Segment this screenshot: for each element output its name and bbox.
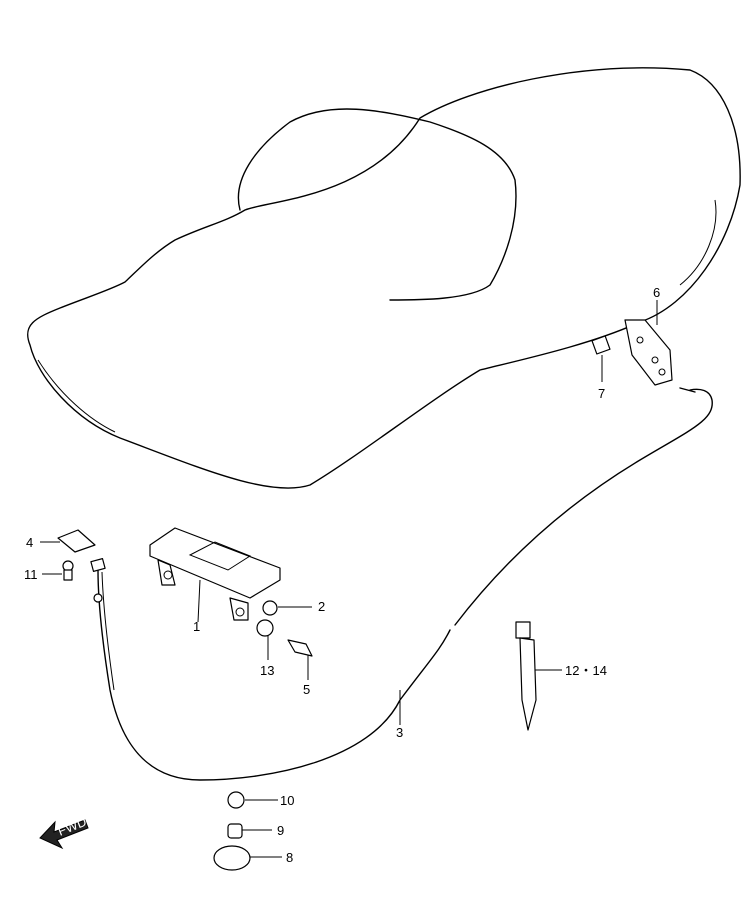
callout-1: 1 <box>193 619 200 634</box>
cable-tie-12 <box>515 621 537 731</box>
nut-2 <box>262 600 278 616</box>
seat-lock-cable <box>90 387 713 781</box>
rubber-8 <box>213 845 251 871</box>
seat-bracket <box>149 527 281 621</box>
callout-10: 10 <box>280 793 294 808</box>
callout-7: 7 <box>598 386 605 401</box>
grommet-13 <box>256 619 274 637</box>
callout-8: 8 <box>286 850 293 865</box>
bolt-5 <box>287 639 313 657</box>
collar-9 <box>227 823 243 839</box>
callout-4: 4 <box>26 535 33 550</box>
callout-12-14: 12・14 <box>565 663 607 678</box>
seat-lock-assembly <box>624 319 673 386</box>
callout-9: 9 <box>277 823 284 838</box>
fwd-arrow: FWD <box>39 814 89 850</box>
clip-4 <box>57 529 96 553</box>
callout-2: 2 <box>318 599 325 614</box>
fwd-label: FWD <box>56 814 89 839</box>
seat <box>27 67 741 489</box>
callout-13: 13 <box>260 663 274 678</box>
callout-11: 11 <box>24 567 38 582</box>
screw-10 <box>227 791 245 809</box>
callout-3: 3 <box>396 725 403 740</box>
screw-7 <box>591 335 611 355</box>
callout-5: 5 <box>303 682 310 697</box>
screw-11 <box>62 560 74 581</box>
callout-6: 6 <box>653 285 660 300</box>
